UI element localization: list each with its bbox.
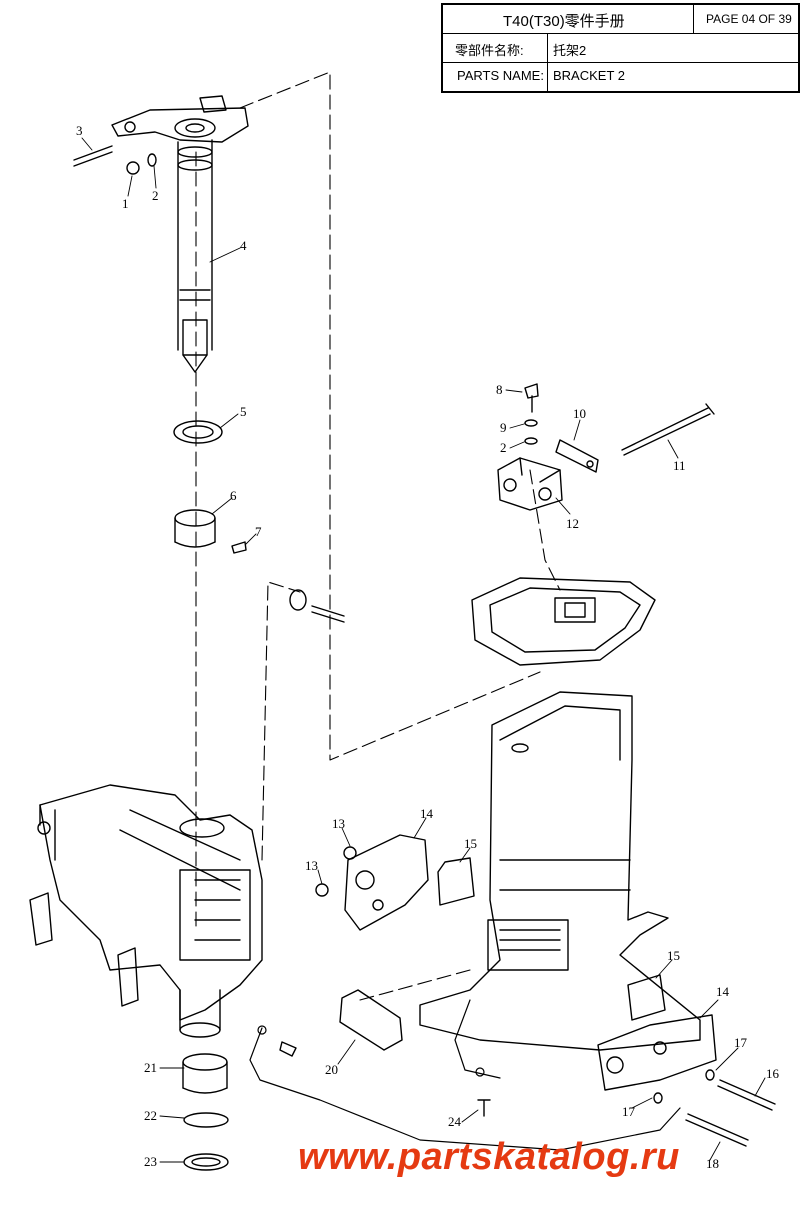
- screw-24: [477, 1099, 491, 1117]
- washer-17a: [705, 1069, 715, 1081]
- callout-20: 20: [325, 1062, 338, 1077]
- plate-20: [339, 989, 403, 1051]
- callout-24: 24: [448, 1114, 462, 1129]
- ground-wire: [249, 999, 681, 1151]
- leader-lines: [81, 137, 766, 1163]
- page-indicator: PAGE 04 OF 39: [706, 12, 792, 26]
- clamp-bracket-assembly: [29, 784, 263, 1038]
- callout-2: 2: [152, 188, 159, 203]
- callout-11: 11: [673, 458, 686, 473]
- upper-casing-cover: [471, 577, 656, 666]
- parts-name-en-label: PARTS NAME:: [457, 68, 544, 83]
- mount-14-lower: [597, 1014, 717, 1091]
- washer-17b: [653, 1092, 663, 1104]
- bolt-16: [717, 1079, 776, 1111]
- steering-shaft: [111, 95, 249, 373]
- title-block-divider-v2: [547, 33, 548, 91]
- nut-13a: [343, 846, 357, 860]
- bushing-6: [174, 509, 216, 548]
- callout-13b: 13: [305, 858, 318, 873]
- manual-title: T40(T30)零件手册: [503, 13, 625, 30]
- callout-23: 23: [144, 1154, 157, 1169]
- callout-14b: 14: [716, 984, 730, 999]
- key-7: [231, 541, 247, 554]
- callout-15b: 15: [667, 948, 680, 963]
- upper-mount-12: [497, 457, 563, 511]
- callout-18: 18: [706, 1156, 719, 1171]
- callout-3: 3: [76, 123, 83, 138]
- callout-14a: 14: [420, 806, 434, 821]
- callout-21: 21: [144, 1060, 157, 1075]
- callout-15a: 15: [464, 836, 477, 851]
- clip-22: [183, 1112, 229, 1128]
- plate-10: [555, 439, 599, 473]
- washer-2b: [524, 437, 538, 445]
- callout-labels: 1 2 3 4 5 6 7 8 9 2 10 11 12 13 14 13 15…: [76, 123, 780, 1171]
- callout-9: 9: [500, 420, 507, 435]
- mount-15-upper: [437, 857, 475, 906]
- parts-name-cn-label: 零部件名称:: [455, 43, 524, 58]
- callout-1: 1: [122, 196, 129, 211]
- drive-shaft-housing: [419, 691, 701, 1051]
- watermark: www.partskatalog.ru: [298, 1136, 680, 1178]
- callout-10: 10: [573, 406, 586, 421]
- title-block-divider-v1: [693, 5, 694, 33]
- title-block: T40(T30)零件手册 PAGE 04 OF 39 零部件名称: 托架2 PA…: [441, 3, 800, 93]
- grommet-bolt: [289, 589, 345, 623]
- fitting: [279, 1041, 297, 1057]
- callout-12: 12: [566, 516, 579, 531]
- callout-6: 6: [230, 488, 237, 503]
- nut-1: [126, 161, 140, 175]
- bolt-8: [524, 383, 539, 413]
- washer-2: [147, 153, 157, 167]
- parts-name-cn-value: 托架2: [553, 43, 587, 58]
- callout-17a: 17: [734, 1035, 748, 1050]
- callout-16: 16: [766, 1066, 780, 1081]
- assembly-dashed-lines: [195, 71, 561, 1001]
- parts-name-en-value: BRACKET 2: [553, 68, 626, 83]
- callout-2b: 2: [500, 440, 507, 455]
- bolt-18: [685, 1113, 749, 1147]
- long-bolt-11: [621, 403, 715, 456]
- washer-5: [173, 420, 223, 444]
- title-block-divider-h2: [443, 62, 798, 63]
- bushing-21: [182, 1053, 228, 1094]
- washer-9: [524, 419, 538, 427]
- callout-13a: 13: [332, 816, 345, 831]
- callout-17b: 17: [622, 1104, 636, 1119]
- bolt-3: [73, 145, 113, 167]
- title-block-divider-h1: [443, 33, 798, 34]
- mount-15-lower: [627, 974, 666, 1021]
- callout-5: 5: [240, 404, 247, 419]
- callout-4: 4: [240, 238, 247, 253]
- callout-22: 22: [144, 1108, 157, 1123]
- mount-14-upper: [344, 834, 429, 931]
- callout-8: 8: [496, 382, 503, 397]
- callout-7: 7: [255, 524, 262, 539]
- washer-23: [183, 1153, 229, 1171]
- nut-13b: [315, 883, 329, 897]
